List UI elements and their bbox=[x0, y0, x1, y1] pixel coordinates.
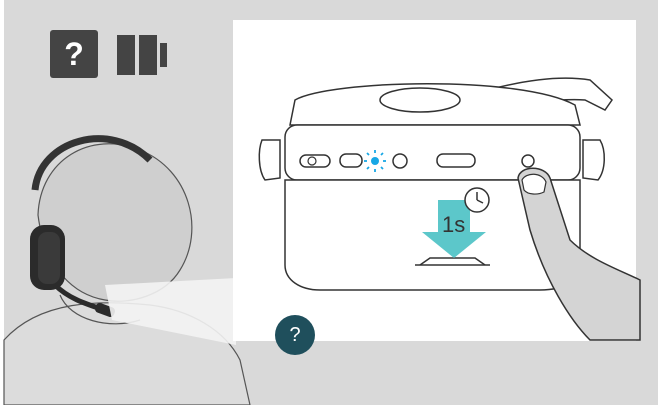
ear-icon: ? bbox=[275, 315, 315, 355]
button-icon bbox=[340, 154, 362, 167]
usb-port-icon bbox=[437, 154, 475, 167]
jack-icon bbox=[393, 154, 407, 168]
multi-function-button-icon bbox=[522, 155, 534, 167]
clock-icon bbox=[465, 188, 489, 212]
press-duration-label: 1s bbox=[442, 212, 465, 237]
